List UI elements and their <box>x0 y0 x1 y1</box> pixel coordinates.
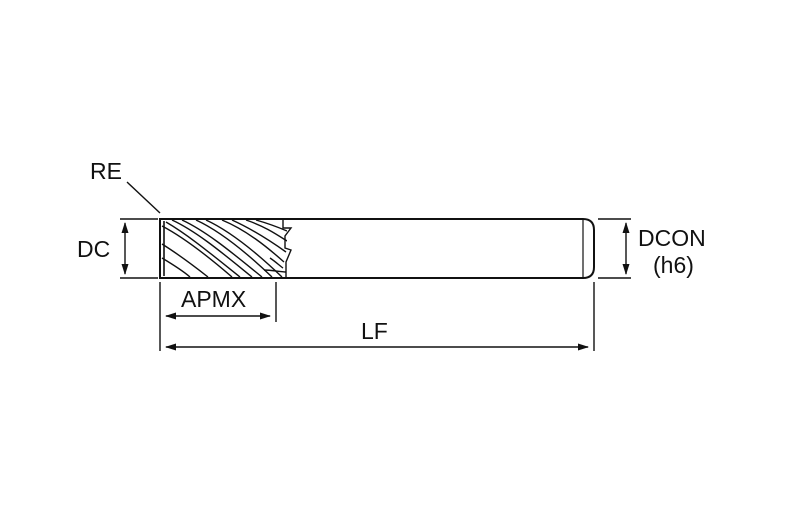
apmx-arrow-left <box>165 312 176 320</box>
apmx-arrow-right <box>260 312 271 320</box>
end-mill-tool <box>159 218 595 279</box>
dcon-label: DCON <box>638 225 706 251</box>
dcon-arrow-top <box>622 222 630 233</box>
flute-runout <box>282 219 293 278</box>
lf-label: LF <box>361 318 388 344</box>
lf-arrow-left <box>165 343 176 351</box>
re-label: RE <box>90 158 122 184</box>
helical-flutes <box>161 219 287 277</box>
dcon-tolerance-label: (h6) <box>653 252 694 278</box>
dcon-arrow-bottom <box>622 264 630 275</box>
dc-dimension: DC <box>77 218 158 279</box>
lf-arrow-right <box>578 343 589 351</box>
dcon-dimension: DCON (h6) <box>598 218 706 279</box>
re-leader-line <box>126 181 161 214</box>
dc-arrow-top <box>121 222 129 233</box>
shank-outline <box>283 218 595 279</box>
dc-arrow-bottom <box>121 264 129 275</box>
re-callout: RE <box>90 158 161 214</box>
apmx-label: APMX <box>181 286 246 312</box>
lf-dimension: LF <box>165 282 595 351</box>
apmx-dimension: APMX <box>159 282 277 351</box>
cutting-head-outline <box>159 218 283 279</box>
dc-label: DC <box>77 236 110 262</box>
